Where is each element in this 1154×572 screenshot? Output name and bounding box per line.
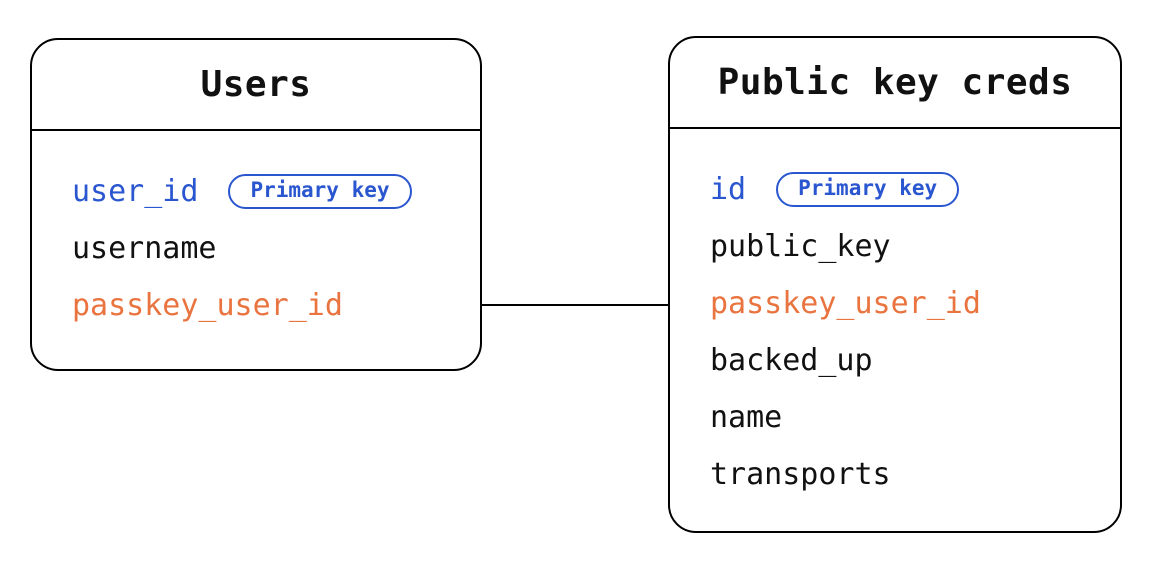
field-row-passkey-user-id: passkey_user_id (710, 275, 1100, 332)
relationship-line (482, 304, 668, 306)
field-row-public-key: public_key (710, 218, 1100, 275)
field-name-name: name (710, 400, 783, 435)
table-users-fields: user_id Primary key username passkey_use… (32, 131, 480, 334)
field-name-username: username (72, 231, 217, 266)
field-row-backed-up: backed_up (710, 332, 1100, 389)
table-users-title: Users (200, 64, 312, 105)
table-public-key-creds-fields: id Primary key public_key passkey_user_i… (670, 129, 1120, 503)
field-row-passkey-user-id: passkey_user_id (72, 277, 460, 334)
field-name-passkey-user-id: passkey_user_id (710, 286, 981, 321)
primary-key-badge: Primary key (776, 172, 960, 207)
table-public-key-creds: Public key creds id Primary key public_k… (668, 36, 1122, 533)
field-row-username: username (72, 220, 460, 277)
field-row-transports: transports (710, 446, 1100, 503)
table-public-key-creds-title: Public key creds (717, 62, 1073, 103)
table-users-header: Users (32, 40, 480, 131)
field-name-public-key: public_key (710, 229, 891, 264)
field-name-transports: transports (710, 457, 891, 492)
field-name-id: id (710, 172, 747, 207)
field-row-name: name (710, 389, 1100, 446)
field-name-user-id: user_id (72, 174, 199, 209)
field-row-user-id: user_id Primary key (72, 163, 460, 220)
field-row-id: id Primary key (710, 161, 1100, 218)
field-name-backed-up: backed_up (710, 343, 873, 378)
table-users: Users user_id Primary key username passk… (30, 38, 482, 371)
field-name-passkey-user-id: passkey_user_id (72, 288, 343, 323)
primary-key-badge: Primary key (228, 174, 412, 209)
table-public-key-creds-header: Public key creds (670, 38, 1120, 129)
